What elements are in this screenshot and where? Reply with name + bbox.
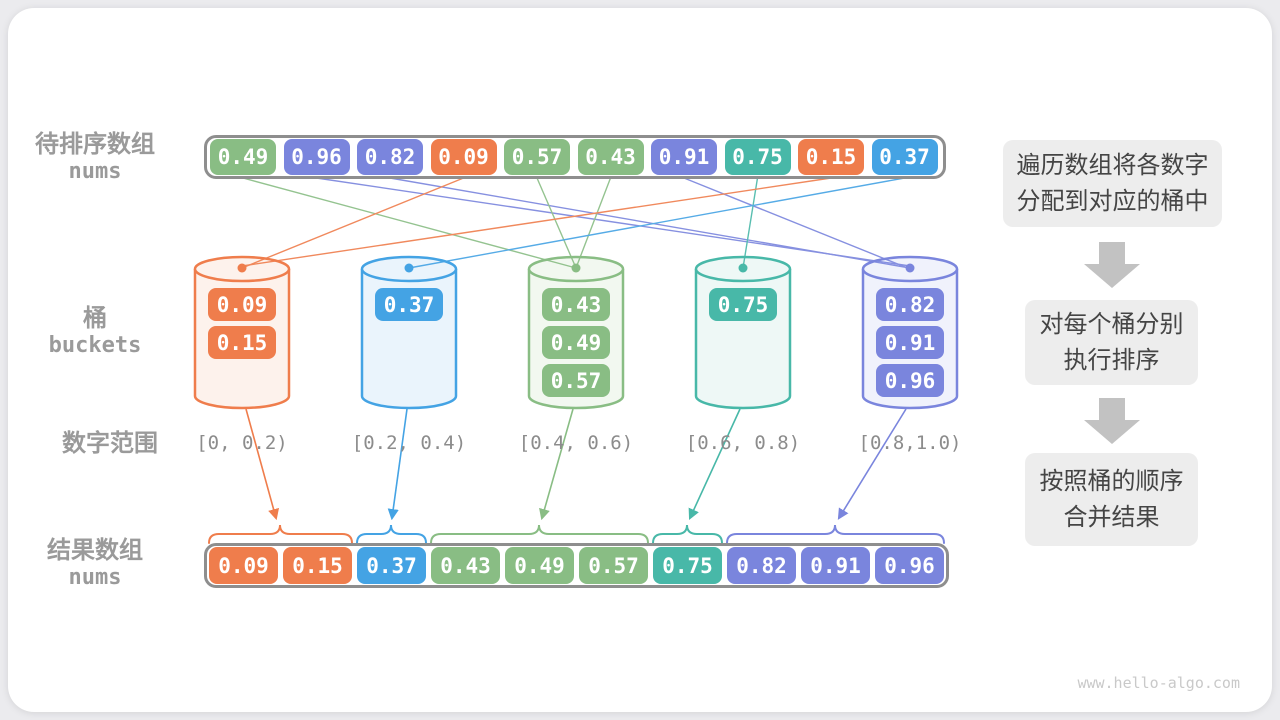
bucket-value: 0.37 — [375, 288, 443, 321]
watermark: www.hello-algo.com — [1077, 674, 1240, 692]
bucket-value: 0.43 — [542, 288, 610, 321]
step-flow-arrows — [1084, 242, 1140, 444]
result-array-cell: 0.43 — [431, 547, 500, 584]
top-array-cell: 0.75 — [724, 139, 791, 175]
range-row-label: 数字范围 — [62, 430, 158, 457]
top-array-cell: 0.91 — [651, 139, 717, 175]
top-array-label: 待排序数组 nums — [10, 131, 180, 185]
bucket-value: 0.96 — [876, 364, 944, 397]
top-array-label-en: nums — [68, 159, 122, 184]
range-label: [0.2, 0.4) — [351, 432, 467, 454]
top-array-cell: 0.57 — [504, 139, 570, 175]
range-label: [0, 0.2) — [196, 432, 288, 454]
group-braces — [208, 524, 945, 544]
bucket-cylinder-teal — [694, 255, 792, 410]
result-array-cell: 0.75 — [653, 547, 722, 584]
result-array-label: 结果数组 nums — [10, 537, 180, 591]
result-array-cell: 0.82 — [727, 547, 796, 584]
top-array-cell: 0.49 — [210, 139, 276, 175]
top-array-cell: 0.82 — [357, 139, 423, 175]
top-array-cell: 0.09 — [430, 139, 497, 175]
top-array-cell: 0.43 — [577, 139, 644, 175]
step-box-sort: 对每个桶分别 执行排序 — [1025, 300, 1198, 385]
bucket-cylinder-blue — [360, 255, 458, 410]
merge-arrows — [245, 408, 907, 521]
step-box-merge: 按照桶的顺序 合并结果 — [1025, 453, 1198, 546]
down-arrow-icon — [1084, 398, 1140, 444]
buckets-label-zh: 桶 — [83, 305, 107, 332]
bucket-dots — [237, 263, 915, 273]
distribution-lines — [241, 177, 911, 270]
range-label: [0.8,1.0) — [858, 432, 962, 454]
top-array-cell: 0.15 — [798, 139, 864, 175]
buckets-label-en: buckets — [48, 333, 142, 358]
bucket-value: 0.09 — [208, 288, 276, 321]
step-text-line: 合并结果 — [1063, 503, 1160, 531]
down-arrow-icon — [1084, 242, 1140, 288]
result-array-label-en: nums — [68, 565, 122, 590]
result-array-label-zh: 结果数组 — [47, 537, 143, 564]
result-array-cell: 0.91 — [801, 547, 870, 584]
result-array-cell: 0.57 — [579, 547, 648, 584]
step-text-line: 执行排序 — [1063, 346, 1160, 374]
step-text-line: 按照桶的顺序 — [1039, 467, 1184, 495]
top-array-cell: 0.96 — [283, 139, 350, 175]
step-text-line: 遍历数组将各数字 — [1016, 151, 1209, 179]
bucket-value: 0.91 — [876, 326, 944, 359]
result-array-cell: 0.15 — [283, 547, 352, 584]
bucket-value: 0.82 — [876, 288, 944, 321]
top-array-cell: 0.37 — [871, 139, 938, 175]
buckets-label: 桶 buckets — [10, 305, 180, 359]
result-array-cell: 0.09 — [209, 547, 278, 584]
step-box-distribute: 遍历数组将各数字 分配到对应的桶中 — [1003, 140, 1222, 227]
result-array-cell: 0.49 — [505, 547, 574, 584]
step-text-line: 对每个桶分别 — [1039, 310, 1184, 338]
bucket-value: 0.75 — [709, 288, 777, 321]
step-text-line: 分配到对应的桶中 — [1016, 187, 1209, 215]
result-array-cell: 0.96 — [875, 547, 944, 584]
bucket-value: 0.15 — [208, 326, 276, 359]
range-label: [0.4, 0.6) — [518, 432, 634, 454]
result-array-cell: 0.37 — [357, 547, 426, 584]
bucket-value: 0.49 — [542, 326, 610, 359]
top-array-label-zh: 待排序数组 — [35, 131, 155, 158]
bucket-value: 0.57 — [542, 364, 610, 397]
range-label: [0.6, 0.8) — [685, 432, 801, 454]
